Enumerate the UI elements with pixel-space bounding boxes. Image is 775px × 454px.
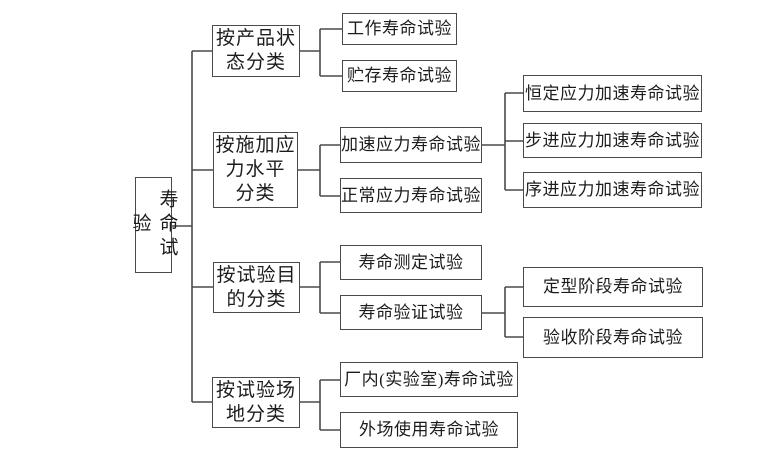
node-acceptance-stage-life-test: 验收阶段寿命试验: [523, 317, 703, 358]
node-qualification-stage-life-test: 定型阶段寿命试验: [523, 267, 703, 307]
node-working-life-test: 工作寿命试验: [342, 13, 457, 45]
node-by-product-state: 按产品状 态分类: [212, 25, 300, 77]
node-constant-stress-accelerated-test: 恒定应力加速寿命试验: [523, 75, 702, 112]
node-accelerated-stress-life-test: 加速应力寿命试验: [340, 127, 482, 163]
node-life-verification-test: 寿命验证试验: [340, 295, 482, 330]
node-by-test-site: 按试验场 地分类: [212, 377, 300, 428]
node-step-stress-accelerated-test: 步进应力加速寿命试验: [523, 123, 702, 158]
node-storage-life-test: 贮存寿命试验: [342, 60, 457, 92]
node-in-plant-lab-life-test: 厂内(实验室)寿命试验: [340, 362, 518, 397]
node-life-measurement-test: 寿命测定试验: [340, 245, 482, 280]
node-root-life-test: 寿命试验: [130, 177, 178, 273]
node-normal-stress-life-test: 正常应力寿命试验: [340, 178, 482, 213]
node-field-use-life-test: 外场使用寿命试验: [340, 412, 518, 448]
node-progressive-stress-accelerated-test: 序进应力加速寿命试验: [523, 172, 702, 208]
node-by-stress-level: 按施加应 力水平 分类: [213, 132, 298, 208]
node-by-test-purpose: 按试验目 的分类: [213, 262, 300, 313]
